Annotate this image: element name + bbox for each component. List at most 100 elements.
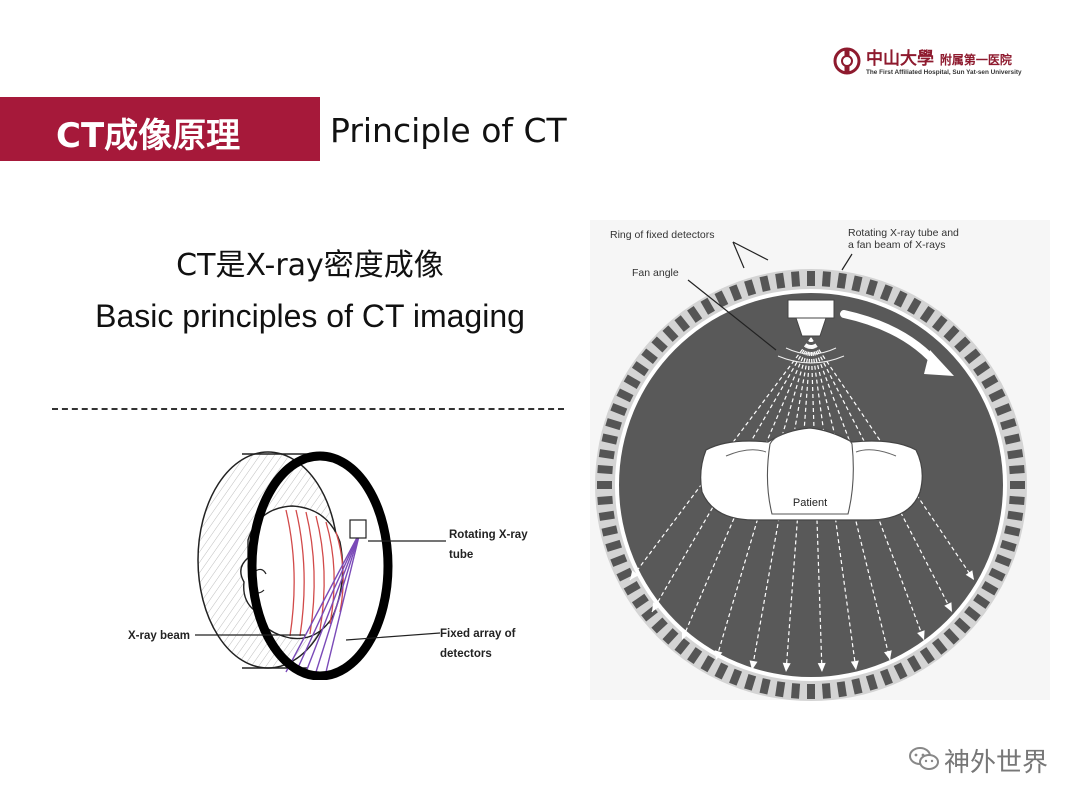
detector-element xyxy=(623,374,641,389)
dashed-divider xyxy=(52,408,564,410)
detector-element xyxy=(605,418,622,431)
detector-element xyxy=(821,683,831,699)
fan-angle-arcs xyxy=(777,347,845,364)
detector-element xyxy=(931,315,948,332)
pointer-beam xyxy=(195,634,305,636)
logo-en: The First Affiliated Hospital, Sun Yat-s… xyxy=(866,69,1022,76)
fan-ray-arrowhead xyxy=(630,570,639,580)
detector-element xyxy=(687,305,703,323)
detector-element xyxy=(954,617,971,634)
hospital-logo: 中山大學 附属第一医院 The First Affiliated Hospita… xyxy=(832,42,1052,86)
label-rotating-tube-line2: tube xyxy=(449,549,474,561)
label-patient: Patient xyxy=(793,497,827,509)
title-bar xyxy=(0,97,320,161)
fan-ray xyxy=(651,337,812,613)
label-fixed-detectors-line1: Fixed array of xyxy=(440,628,516,640)
detector-element xyxy=(651,617,668,634)
detector-element xyxy=(919,647,935,665)
page-title-en: Principle of CT xyxy=(330,111,567,150)
detector-element xyxy=(616,567,634,582)
ct-gantry-diagram xyxy=(197,451,393,680)
detector-element xyxy=(714,290,729,308)
label-fixed-detectors-line2: detectors xyxy=(440,648,492,660)
fan-ray-arrowhead xyxy=(749,660,758,670)
detector-element xyxy=(610,553,628,567)
logo-cn-sub: 附属第一医院 xyxy=(939,53,1012,67)
detector-elements xyxy=(597,271,1025,699)
detector-element xyxy=(729,668,743,686)
detector-element xyxy=(597,495,613,505)
label-x-ray-beam: X-ray beam xyxy=(128,630,191,642)
fan-ray-arrowhead xyxy=(917,630,925,640)
detector-element xyxy=(775,272,786,289)
detector-element xyxy=(651,336,668,353)
rotation-arrow-head xyxy=(924,350,954,376)
wechat-icon xyxy=(909,747,939,770)
detector-element xyxy=(907,655,922,673)
detector-element xyxy=(616,388,634,403)
detector-element xyxy=(610,403,628,417)
label-pointers xyxy=(687,241,853,351)
detector-element xyxy=(988,388,1006,403)
detector-element xyxy=(1007,449,1024,460)
detector-element xyxy=(931,638,948,655)
detector-element xyxy=(674,315,691,332)
detector-element xyxy=(623,581,641,596)
detector-element xyxy=(605,539,622,552)
fan-ray-arrowhead xyxy=(850,660,859,670)
subtitle-cn: CT是X-ray密度成像 xyxy=(176,248,444,283)
logo-cn-main: 中山大學 xyxy=(866,49,934,69)
fan-ray-arrowhead xyxy=(681,630,690,640)
detector-element xyxy=(973,593,991,609)
x-ray-tube-head xyxy=(787,299,835,319)
label-ring-detectors: Ring of fixed detectors xyxy=(610,229,715,241)
detector-element xyxy=(729,284,743,302)
detector-element xyxy=(954,336,971,353)
detector-element xyxy=(662,628,679,645)
detector-element xyxy=(631,361,649,377)
detector-element xyxy=(879,284,893,302)
detector-element xyxy=(994,403,1012,417)
detector-element xyxy=(674,638,691,655)
detector-element xyxy=(919,305,935,323)
detector-element xyxy=(598,510,615,521)
detector-element xyxy=(981,374,999,389)
detector-element xyxy=(981,581,999,596)
detector-element xyxy=(791,271,801,287)
detector-element xyxy=(601,433,618,445)
detector-element xyxy=(851,678,863,695)
label-rotating-tube-line1: Rotating X-ray xyxy=(449,529,528,541)
x-ray-tube-collimator xyxy=(795,317,827,337)
detector-element xyxy=(821,271,831,287)
fan-ray-arrowhead xyxy=(884,650,892,660)
detector-element xyxy=(879,668,893,686)
page-title-cn: CT成像原理 xyxy=(56,116,241,156)
detector-element xyxy=(631,593,649,609)
subtitle-en: Basic principles of CT imaging xyxy=(95,298,525,334)
detector-element xyxy=(973,361,991,377)
fan-ray xyxy=(629,337,812,581)
fan-ray-arrowhead xyxy=(782,662,791,672)
detector-element xyxy=(714,662,729,680)
detector-element xyxy=(597,465,613,475)
detector-element xyxy=(994,553,1012,567)
detector-element xyxy=(964,348,981,365)
label-fixed-detectors: Fixed array of detectors xyxy=(440,624,515,664)
fan-ray-arrowhead xyxy=(652,602,660,612)
detector-element xyxy=(744,279,757,296)
detector-element xyxy=(1000,418,1017,431)
detector-element xyxy=(662,325,679,342)
watermark-text: 神外世界 xyxy=(944,748,1049,778)
detector-element xyxy=(1004,525,1021,537)
x-ray-tube xyxy=(349,519,367,539)
detector-element xyxy=(1009,495,1025,505)
pointer-tube xyxy=(368,540,446,542)
hospital-emblem-icon xyxy=(833,47,861,75)
detector-element xyxy=(1009,465,1025,475)
detector-element xyxy=(700,297,715,315)
detector-element xyxy=(775,681,786,698)
fan-ray-arrowhead xyxy=(817,662,826,672)
label-rotating-tube: Rotating X-ray tube xyxy=(449,525,528,565)
detector-element xyxy=(893,290,908,308)
detector-element xyxy=(865,279,878,296)
